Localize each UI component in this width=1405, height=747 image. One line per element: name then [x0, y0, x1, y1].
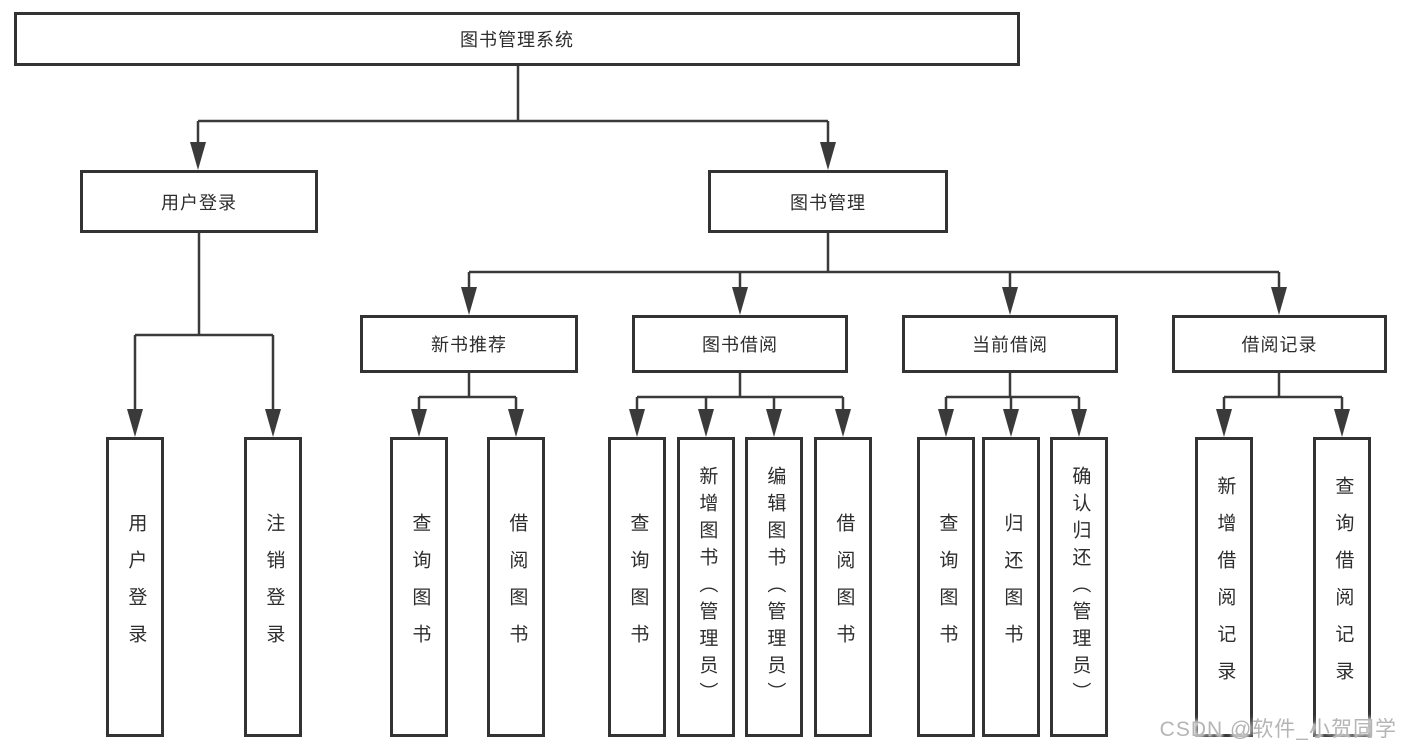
leaf-borrow-borrow-books: 借阅图书	[814, 437, 872, 737]
node-user-login: 用户登录	[80, 170, 318, 233]
node-current-borrow: 当前借阅	[902, 315, 1118, 373]
leaf-edit-books-admin: 编辑图书（管理员）	[745, 437, 803, 737]
arrow-down-icons	[127, 142, 1350, 437]
node-new-book-recommend: 新书推荐	[360, 315, 578, 373]
connector-current-borrow	[944, 373, 1081, 412]
node-book-borrow: 图书借阅	[632, 315, 848, 373]
connector-root	[196, 66, 830, 144]
connector-book-borrow	[635, 373, 845, 412]
leaf-add-books-admin: 新增图书（管理员）	[677, 437, 735, 737]
connector-book-management	[467, 233, 1281, 290]
connector-new-book	[417, 373, 518, 412]
leaf-user-login: 用户登录	[106, 437, 164, 737]
leaf-current-query-books: 查询图书	[917, 437, 975, 737]
leaf-return-books: 归还图书	[982, 437, 1040, 737]
leaf-logout: 注销登录	[244, 437, 302, 737]
leaf-confirm-return-admin: 确认归还（管理员）	[1050, 437, 1108, 737]
node-borrow-records: 借阅记录	[1172, 315, 1387, 373]
leaf-newbook-borrow-books: 借阅图书	[487, 437, 545, 737]
connector-borrow-records	[1222, 373, 1344, 412]
node-book-management: 图书管理	[708, 170, 948, 233]
node-library-management-system: 图书管理系统	[14, 12, 1020, 66]
leaf-borrow-query-books: 查询图书	[608, 437, 666, 737]
csdn-watermark: CSDN @软件_小贺同学	[1159, 718, 1397, 741]
leaf-query-borrow-record: 查询借阅记录	[1313, 437, 1371, 737]
connector-user-login	[133, 233, 275, 412]
leaf-newbook-query-books: 查询图书	[390, 437, 448, 737]
leaf-add-borrow-record: 新增借阅记录	[1195, 437, 1253, 737]
